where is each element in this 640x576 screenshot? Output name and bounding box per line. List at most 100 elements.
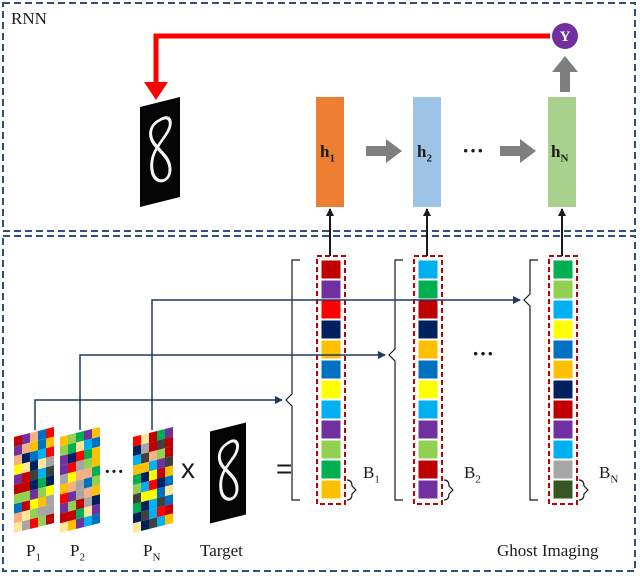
bucket-cell [417,299,439,320]
speckle-cell [14,444,22,457]
bucket-brace [388,259,403,501]
speckle-cell [60,463,68,476]
speckle-cell [149,450,157,462]
speckle-cell [84,448,92,460]
speckle-cell [76,440,84,453]
speckle-cell [157,448,165,460]
speckle-cell [38,505,46,518]
hidden-state-label-hn: hN [551,142,569,165]
speckle-cell [84,457,92,470]
bucket-cell [417,319,439,340]
speckle-cell [46,446,54,458]
bucket-cell [320,399,342,420]
bucket-label-bn: BN [599,463,619,486]
speckle-cell [165,446,173,458]
speckle-cell [76,479,84,491]
speckle-cell [60,502,68,514]
speckle-cell [92,436,100,449]
speckle-cell [165,455,173,468]
speckle-cell [38,486,46,499]
bucket-cell [320,279,342,300]
speckle-cell [46,513,54,526]
speckle-cell [149,479,157,491]
bucket-cell [320,479,342,500]
bucket-cell [417,279,439,300]
bucket-cell [417,359,439,380]
speckle-cell [84,429,92,441]
bucket-cell [320,319,342,340]
speckle-cell [133,521,141,533]
speckle-cell [38,438,46,451]
speckle-cell [84,496,92,508]
bucket-cell [552,399,574,420]
speckle-cell [157,505,165,518]
hidden-state-box-h2 [413,97,441,207]
speckle-cell [22,471,30,483]
speckle-cell [30,469,38,481]
output-y-label: Y [560,29,571,45]
speckle-cell [22,432,30,445]
speckle-cell [157,515,165,528]
hidden-transition-arrow-2 [500,139,536,163]
speckle-cell [92,503,100,516]
speckle-cell [68,442,76,455]
speckle-cell [149,440,157,453]
pattern-link-3 [151,296,521,430]
bucket-cell [417,479,439,500]
speckle-cell [14,434,22,447]
speckle-cell [30,431,38,443]
speckle-cell [141,509,149,522]
bucket-outline [548,255,578,505]
speckle-pattern-2 [60,427,100,533]
speckle-cell [165,475,173,487]
speckle-cell [165,494,173,506]
speckle-cell [76,431,84,443]
bucket-column-1 [285,208,357,505]
bucket-label-b1: B1 [363,463,380,486]
speckle-cell [38,457,46,470]
speckle-cell [46,475,54,487]
speckle-cell [60,492,68,505]
bucket-cell [552,339,574,360]
speckle-cell [84,505,92,518]
speckle-cell [133,511,141,524]
speckle-cell [149,431,157,443]
speckle-cell [84,477,92,489]
bucket-ellipsis: ··· [472,341,495,366]
pattern-link-1 [34,396,283,430]
speckle-cell [22,452,30,464]
speckle-cell [76,488,84,501]
pattern-label-p1: P1 [26,541,41,564]
speckle-cell [30,459,38,472]
speckle-cell [68,461,76,474]
speckle-cell [38,467,46,480]
speckle-cell [60,454,68,466]
speckle-cell [165,436,173,449]
speckle-cell [68,500,76,512]
bucket-cell [552,279,574,300]
bucket-cell [320,359,342,380]
speckle-cell [60,521,68,533]
speckle-cell [30,450,38,462]
speckle-cell [84,467,92,480]
speckle-cell [157,477,165,489]
speckle-cell [141,500,149,512]
speckle-cell [14,511,22,524]
speckle-cell [92,465,100,478]
speckle-cell [76,469,84,481]
speckle-cell [84,486,92,499]
bucket-label-brace [443,479,454,501]
speckle-cell [46,494,54,506]
speckle-cell [68,490,76,503]
speckle-cell [149,459,157,472]
ghost-imaging-panel-title: Ghost Imaging [497,541,599,560]
bucket-cell [552,419,574,440]
speckle-cell [92,475,100,487]
speckle-cell [22,500,30,512]
pattern-label-pn: PN [143,541,161,564]
speckle-cell [92,484,100,497]
speckle-cell [38,429,46,441]
speckle-cell [149,488,157,501]
speckle-cell [30,507,38,520]
